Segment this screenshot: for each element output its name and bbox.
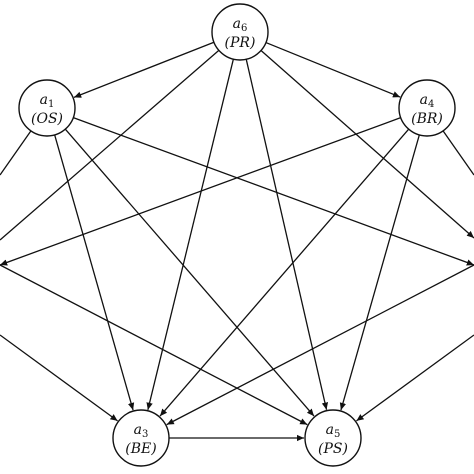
edge-a1-offright [73,117,474,266]
node-code: (BR) [411,111,443,127]
node-index: 6 [241,23,247,34]
offpage-edges-layer [0,49,474,426]
edge-a6-a3 [146,59,234,410]
node-a3: a3(BE) [112,409,170,467]
node-circle [112,409,170,467]
edge-a1-a5 [64,128,315,417]
edge-a6-offright [260,50,474,239]
node-symbol: a1 [40,92,55,110]
node-letter: a [420,92,428,108]
node-code: (BE) [125,441,156,457]
node-circle [211,3,269,61]
node-a1: a1(OS) [18,79,76,137]
edge-offright-a5 [356,334,474,422]
edge-a6-a4 [265,41,401,98]
node-a6: a6(PR) [211,3,269,61]
nodes-layer: a6(PR)a1(OS)a4(BR)a3(BE)a5(PS) [18,3,456,467]
edge-a4-offright [442,130,474,176]
edge-a4-a3 [159,128,410,417]
node-letter: a [326,422,334,438]
edge-a1-offleft [0,130,32,176]
edge-offright-a3 [166,264,474,426]
node-a5: a5(PS) [304,409,362,467]
node-letter: a [40,92,48,108]
node-a4: a4(BR) [398,79,456,137]
node-code: (OS) [31,111,63,127]
node-symbol: a6 [233,16,248,34]
edge-offleft-a3 [0,334,118,422]
node-symbol: a5 [326,422,341,440]
node-code: (PS) [318,441,348,457]
node-letter: a [233,16,241,32]
edge-a4-a5 [339,134,420,411]
node-index: 1 [48,99,54,110]
node-circle [398,79,456,137]
edge-a6-a5 [245,59,329,410]
edge-a4-offleft [0,117,401,266]
node-index: 4 [428,99,434,110]
node-symbol: a3 [134,422,149,440]
node-circle [18,79,76,137]
edges-layer [54,41,420,442]
edge-offleft-a5 [0,264,308,426]
edge-a6-a1 [73,41,215,98]
node-letter: a [134,422,142,438]
node-code: (PR) [225,35,256,51]
edge-a6-offleft [0,49,220,241]
node-index: 3 [142,429,148,440]
node-index: 5 [334,429,340,440]
node-circle [304,409,362,467]
edge-a1-a3 [54,134,135,411]
node-symbol: a4 [420,92,435,110]
